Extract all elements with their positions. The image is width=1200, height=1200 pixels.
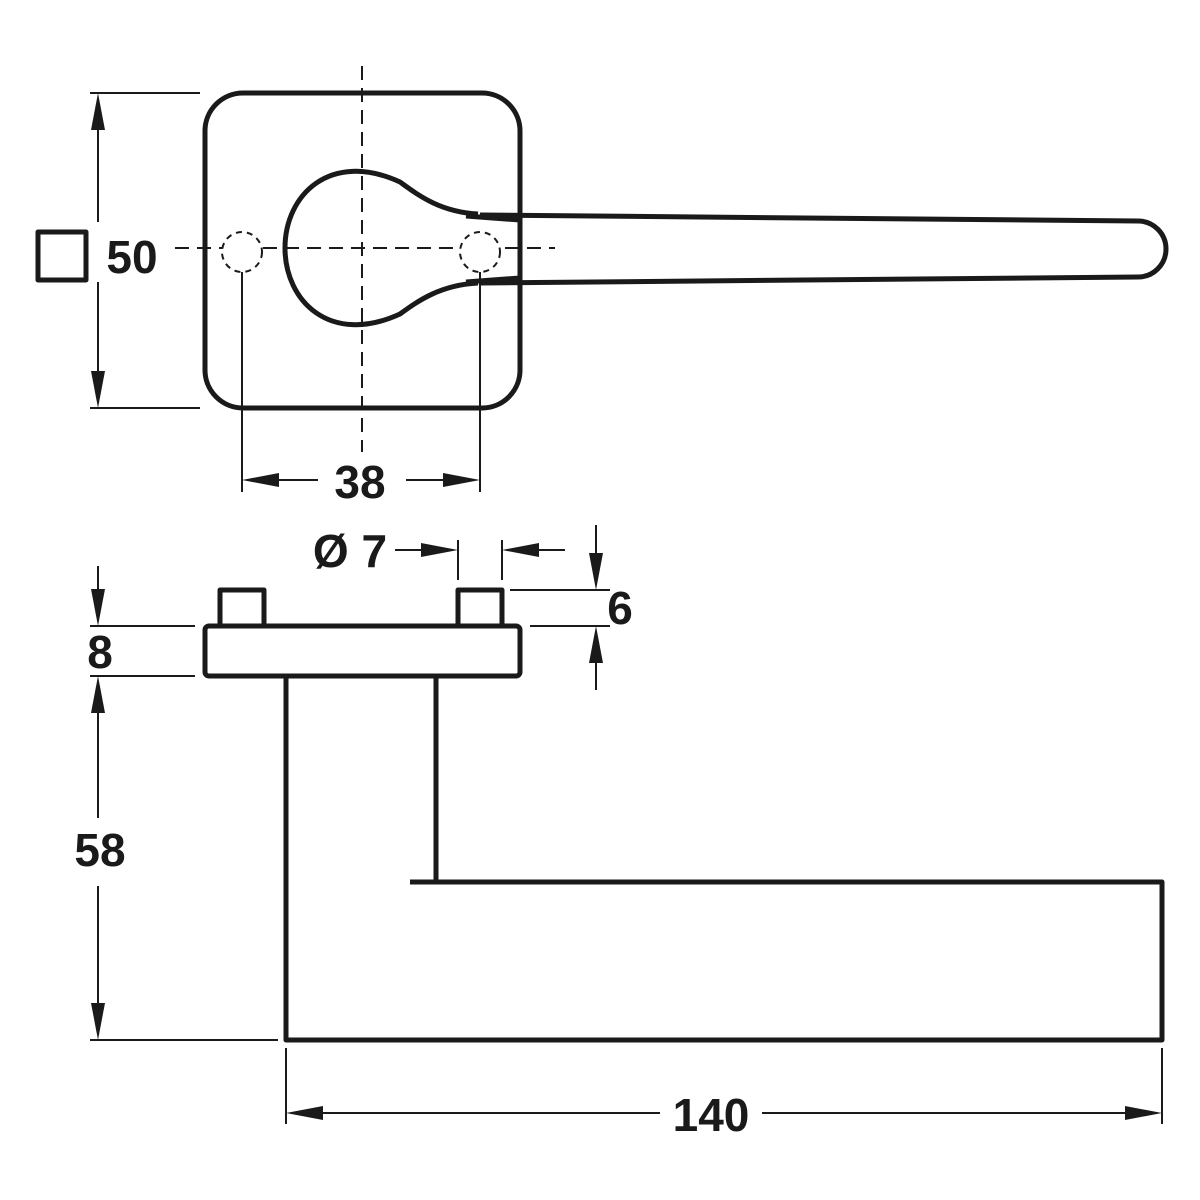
square-section-icon <box>35 229 89 283</box>
lever-arm-front <box>479 212 1169 286</box>
fixing-pin-left <box>217 587 267 629</box>
lever-side-profile <box>283 676 1165 1043</box>
front-view: 50 38 <box>35 66 1169 508</box>
dim-fixing-diameter: Ø 7 <box>313 525 387 577</box>
dim-lever-projection: 58 <box>74 824 125 876</box>
fixing-hole-left <box>221 231 263 273</box>
dim-pin-height: 6 <box>607 582 633 634</box>
arrow-left <box>502 543 539 557</box>
side-view: Ø 7 6 8 58 140 <box>74 525 1165 1141</box>
arrow-down <box>91 371 105 408</box>
dim-lever-length: 140 <box>673 1089 750 1141</box>
dim-fixing-centres: 38 <box>334 456 385 508</box>
fixing-hole-right <box>459 231 501 273</box>
square-rose-plate <box>202 90 523 411</box>
rose-plate-side <box>202 623 523 679</box>
dim-rose-size: 50 <box>106 231 157 283</box>
fixing-pin-right <box>455 587 505 629</box>
arrow-right <box>421 543 458 557</box>
dim-rose-thickness: 8 <box>87 626 113 678</box>
arrow-up <box>91 93 105 130</box>
